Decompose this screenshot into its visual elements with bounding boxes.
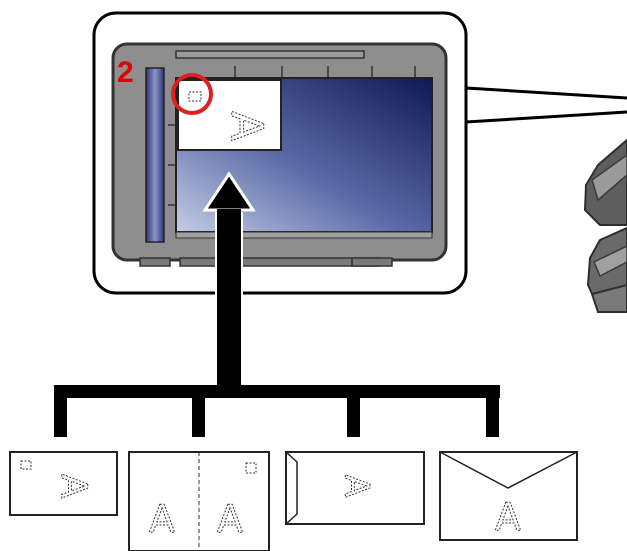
scanner-platen xyxy=(111,42,448,267)
machine-fragment xyxy=(583,138,627,313)
envelope-top-glyph: A xyxy=(495,495,521,539)
tree-connector xyxy=(54,385,500,437)
book-right-glyph: A xyxy=(217,497,243,541)
envelope-side-glyph: A xyxy=(336,474,376,497)
original-on-glass: A xyxy=(177,79,282,151)
book-left-glyph: A xyxy=(149,497,175,541)
small-card-glyph: A xyxy=(53,474,94,499)
original-small-card: A xyxy=(9,451,118,516)
callout-pointer xyxy=(465,86,627,124)
original-envelope-side: A xyxy=(285,451,425,525)
original-envelope-top: A xyxy=(439,451,578,541)
arrow-shaft xyxy=(217,209,241,389)
step-number: 2 xyxy=(117,56,134,89)
original-glyph: A xyxy=(221,111,272,141)
corner-highlight-ring xyxy=(171,73,213,115)
original-open-book: A A xyxy=(128,451,270,551)
